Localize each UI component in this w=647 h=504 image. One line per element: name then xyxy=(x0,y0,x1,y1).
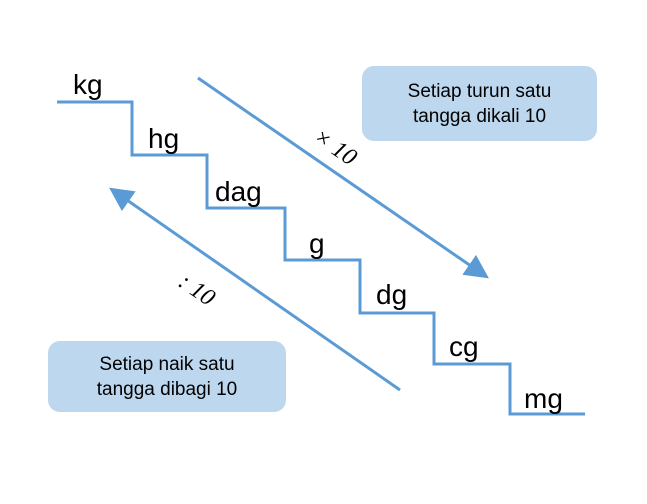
multiply-arrow xyxy=(197,76,489,279)
note-down-line2: tangga dikali 10 xyxy=(412,105,547,127)
note-up-line1: Setiap naik satu xyxy=(99,353,235,375)
unit-label-dg: dg xyxy=(376,279,407,310)
divide-arrow xyxy=(109,187,401,392)
unit-label-dag: dag xyxy=(215,176,262,207)
divide-label: : 10 xyxy=(174,269,220,312)
note-down: Setiap turun satu tangga dikali 10 xyxy=(362,66,597,141)
staircase-line xyxy=(57,100,585,416)
unit-label-mg: mg xyxy=(524,383,563,414)
multiply-label: × 10 xyxy=(309,124,362,172)
unit-label-kg: kg xyxy=(73,69,103,100)
unit-label-g: g xyxy=(309,228,325,259)
unit-label-hg: hg xyxy=(148,123,179,154)
unit-label-cg: cg xyxy=(449,331,479,362)
note-up: Setiap naik satu tangga dibagi 10 xyxy=(48,341,286,412)
note-down-line1: Setiap turun satu xyxy=(407,80,552,102)
note-up-line2: tangga dibagi 10 xyxy=(96,378,238,400)
